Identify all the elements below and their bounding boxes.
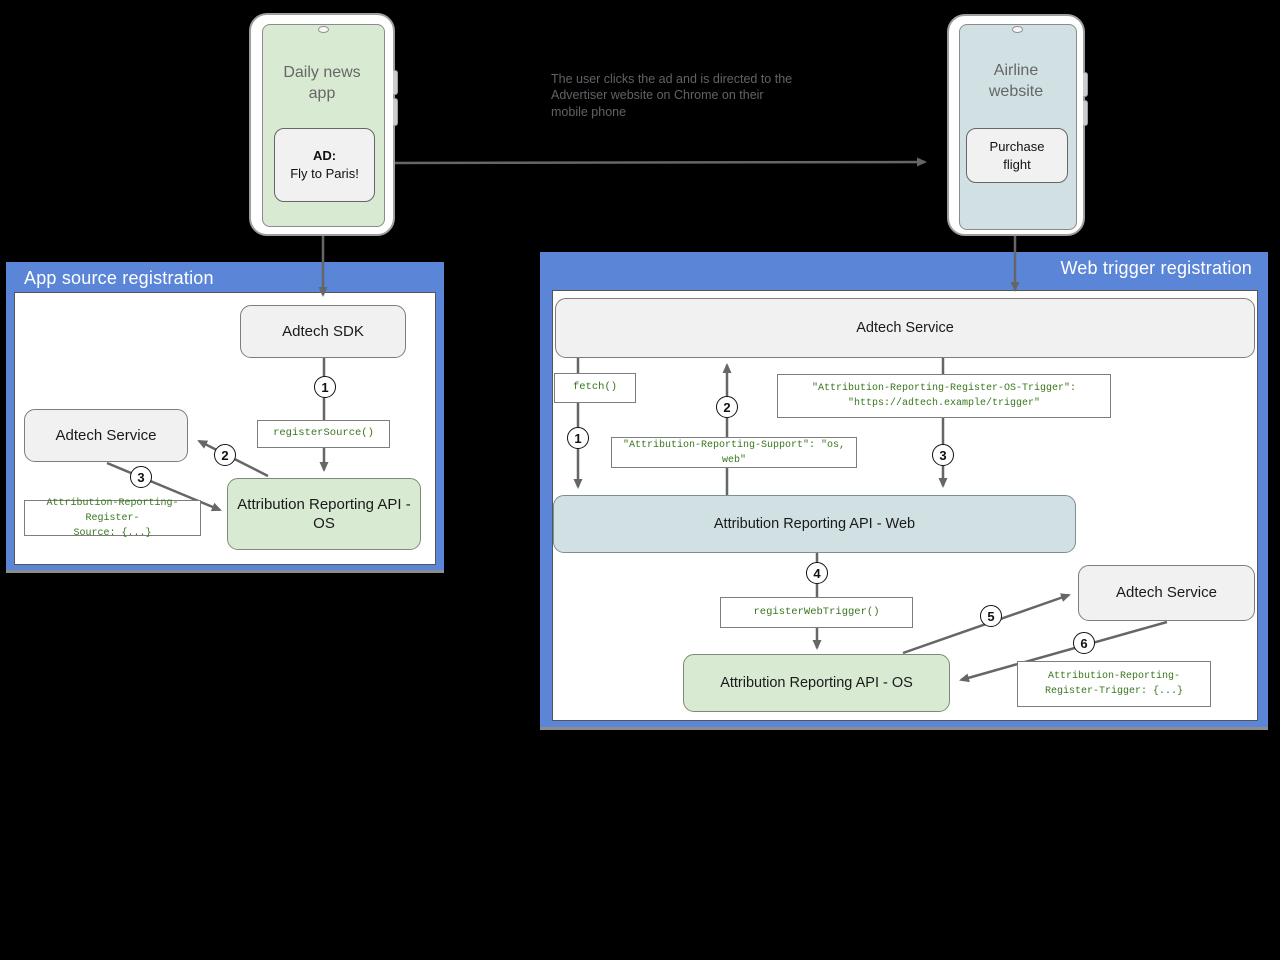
phone-side-button — [393, 70, 398, 95]
step-badge-3: 3 — [932, 444, 954, 466]
step-badge-3: 3 — [130, 466, 152, 488]
phone-side-button — [1083, 72, 1088, 97]
step-badge-2: 2 — [716, 396, 738, 418]
attribution-api-os-box: Attribution Reporting API - OS — [227, 478, 421, 550]
phone-camera-icon — [318, 26, 329, 33]
app-source-registration-panel: App source registration Adtech SDK regis… — [6, 262, 444, 573]
register-source-header-box: Attribution-Reporting-Register- Source: … — [24, 498, 201, 539]
phone-screen — [959, 24, 1077, 230]
airline-phone: Airline website Purchase flight — [947, 14, 1088, 236]
support-header-box: "Attribution-Reporting-Support": "os, we… — [611, 437, 857, 468]
step-badge-2: 2 — [214, 444, 236, 466]
step-badge-1: 1 — [567, 427, 589, 449]
register-trigger-header-box: Attribution-Reporting- Register-Trigger:… — [1017, 661, 1211, 707]
ad-box[interactable]: AD: Fly to Paris! — [274, 128, 375, 202]
fetch-code-box: fetch() — [554, 373, 636, 403]
register-source-code-box: registerSource() — [257, 420, 390, 448]
ad-label: AD: — [312, 148, 337, 164]
panel-title: App source registration — [24, 268, 214, 288]
adtech-service-top-box: Adtech Service — [555, 298, 1255, 358]
phone-app-title: Daily news app — [283, 64, 361, 102]
attribution-api-os-box: Attribution Reporting API - OS — [683, 654, 950, 712]
step-badge-6: 6 — [1073, 632, 1095, 654]
phone-side-button — [393, 98, 398, 126]
step-badge-5: 5 — [980, 605, 1002, 627]
adtech-sdk-box: Adtech SDK — [240, 305, 406, 358]
panel-title: Web trigger registration — [1060, 258, 1252, 278]
annotation-text: The user clicks the ad and is directed t… — [551, 72, 793, 119]
purchase-flight-box[interactable]: Purchase flight — [966, 128, 1068, 183]
daily-news-phone: Daily news app AD: Fly to Paris! — [249, 13, 398, 236]
adtech-service-box: Adtech Service — [24, 409, 188, 462]
phone-camera-icon — [1012, 26, 1023, 33]
phone-side-button — [1083, 100, 1088, 126]
step-badge-1: 1 — [314, 376, 336, 398]
adtech-service-right-box: Adtech Service — [1078, 565, 1255, 621]
ad-text: Fly to Paris! — [290, 166, 359, 181]
phone-site-title: Airline website — [988, 62, 1044, 100]
web-trigger-registration-panel: Web trigger registration Adtech Service … — [540, 252, 1268, 730]
arrow-ad-to-airline — [374, 157, 927, 167]
os-trigger-header-box: "Attribution-Reporting-Register-OS-Trigg… — [777, 374, 1111, 418]
attribution-api-web-box: Attribution Reporting API - Web — [553, 495, 1076, 553]
register-web-trigger-code-box: registerWebTrigger() — [720, 597, 913, 628]
step-badge-4: 4 — [806, 562, 828, 584]
